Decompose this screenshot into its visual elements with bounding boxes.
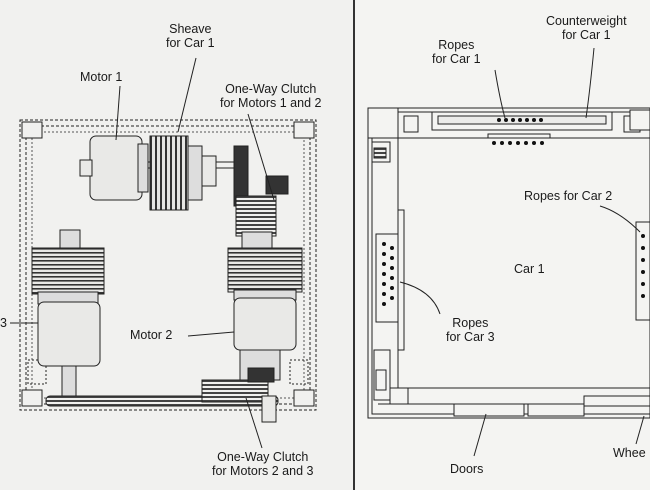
label-motor-1: Motor 1: [80, 70, 123, 84]
car-plan: [367, 47, 650, 457]
label-counterweight-car-1: Counterweight for Car 1: [546, 14, 627, 42]
door-left: [453, 403, 525, 417]
label-motor-2: Motor 2: [130, 328, 173, 342]
hoistway-outline: [367, 107, 650, 419]
rope-dots: [382, 118, 645, 306]
motor-3: [37, 301, 101, 367]
label-motor-3: 3: [0, 316, 7, 330]
label-ropes-car-1: Ropes for Car 1: [432, 38, 481, 66]
label-wheels: Whee: [613, 446, 646, 460]
label-ropes-car-3: Ropes for Car 3: [446, 316, 495, 344]
machine-frame: [19, 119, 317, 411]
label-clutch-motors-1-2: One-Way Clutch for Motors 1 and 2: [220, 82, 322, 110]
label-sheave-car-1: Sheave for Car 1: [166, 22, 215, 50]
clutch-motors-2-3: [201, 379, 269, 403]
door-right: [527, 403, 585, 417]
motor-1: [89, 135, 143, 201]
car-1: [397, 137, 650, 389]
label-car-1: Car 1: [514, 262, 545, 276]
machine-room-plan: [10, 57, 317, 449]
sheave-right: [227, 247, 303, 293]
motor-2: [233, 297, 297, 351]
sheave-left: [31, 247, 105, 295]
label-ropes-car-2: Ropes for Car 2: [524, 189, 613, 203]
label-clutch-motors-2-3: One-Way Clutch for Motors 2 and 3: [212, 450, 314, 478]
sheave-car-1: [149, 135, 189, 211]
label-doors: Doors: [450, 462, 484, 476]
